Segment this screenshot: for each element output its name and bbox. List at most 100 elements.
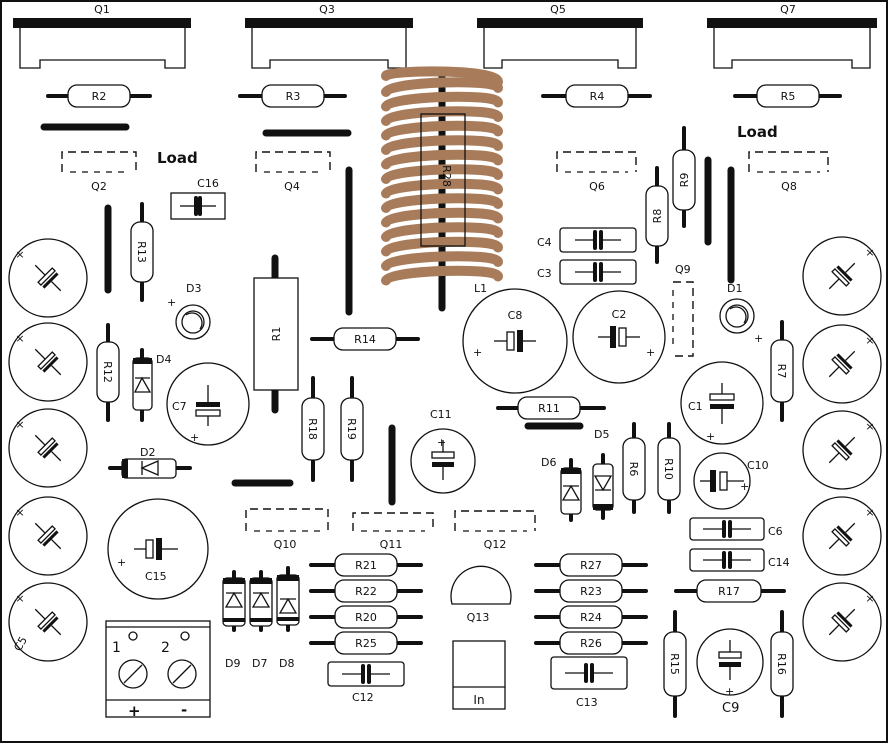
label-q12: Q12 xyxy=(484,538,507,551)
resistor-r19: R19 xyxy=(340,376,364,482)
label-r7: R7 xyxy=(775,364,788,379)
label-d4: D4 xyxy=(156,353,171,366)
capacitor-right-5: × xyxy=(802,582,882,662)
capacitor-right-2: × xyxy=(802,324,882,404)
resistor-r10: R10 xyxy=(657,422,681,514)
label-d2: D2 xyxy=(140,446,155,459)
label-r21: R21 xyxy=(355,559,377,572)
resistor-r13: R13 xyxy=(130,202,154,302)
inductor-l1: R28 L1 xyxy=(381,66,503,312)
load-label-right: Load xyxy=(737,123,778,141)
resistor-r9: R9 xyxy=(672,126,696,228)
transistor-q5: Q5 xyxy=(477,3,643,69)
diode-d6 xyxy=(560,458,582,522)
label-c3: C3 xyxy=(537,267,552,280)
polarity-mark: × xyxy=(865,592,874,605)
label-r20: R20 xyxy=(355,611,377,624)
label-c11: C11 xyxy=(430,408,452,421)
label-d3: D3 xyxy=(186,282,201,295)
terminal-block: 1 2 + - xyxy=(105,620,211,720)
plus-sign: + xyxy=(706,430,715,443)
resistor-r11: R11 xyxy=(496,396,606,420)
diode-d5 xyxy=(592,453,614,520)
minus-terminal-label: - xyxy=(181,701,187,719)
label-r22: R22 xyxy=(355,585,377,598)
polarity-mark: × xyxy=(15,592,24,605)
resistor-r1: R1 xyxy=(253,254,299,414)
capacitor-c2: C2 + xyxy=(572,290,666,384)
label-d9: D9 xyxy=(225,657,240,670)
label-q8: Q8 xyxy=(781,180,797,193)
label-c15: C15 xyxy=(145,570,167,583)
capacitor-c10: C10 + xyxy=(693,452,769,510)
label-d1: D1 xyxy=(727,282,742,295)
resistor-r20: R20 xyxy=(309,605,423,629)
label-q11: Q11 xyxy=(380,538,403,551)
label-q4: Q4 xyxy=(284,180,300,193)
label-r24: R24 xyxy=(580,611,602,624)
capacitor-left-1: × xyxy=(8,238,88,318)
plus-terminal-label: + xyxy=(128,702,141,720)
plus-sign: + xyxy=(473,346,482,359)
capacitor-c8: C8 + xyxy=(462,288,568,394)
polarity-mark: × xyxy=(15,506,24,519)
transistor-q11: Q11 xyxy=(352,512,434,551)
label-d8: D8 xyxy=(279,657,294,670)
resistor-r16: R16 xyxy=(770,610,794,718)
label-r23: R23 xyxy=(580,585,602,598)
capacitor-c14: C14 xyxy=(689,548,790,572)
label-r16: R16 xyxy=(775,653,788,675)
resistor-r27: R27 xyxy=(534,553,648,577)
pin-1-label: 1 xyxy=(112,640,121,656)
capacitor-c16: C16 xyxy=(170,177,226,220)
label-q9: Q9 xyxy=(675,263,691,276)
label-r17: R17 xyxy=(718,585,740,598)
transistor-q2: Q2 xyxy=(61,151,137,193)
label-r12: R12 xyxy=(101,361,114,383)
transistor-q7: Q7 xyxy=(707,3,877,69)
polarity-mark: × xyxy=(865,506,874,519)
input-connector: In xyxy=(452,640,506,710)
capacitor-c13: C13 xyxy=(550,656,628,709)
diode-d4: D4 xyxy=(132,348,171,422)
diode-d2: D2 xyxy=(108,446,192,479)
label-c14: C14 xyxy=(768,556,790,569)
transistor-q1: Q1 xyxy=(13,3,191,69)
capacitor-c3: C3 xyxy=(537,259,637,285)
label-r8: R8 xyxy=(651,209,664,224)
capacitor-c4: C4 xyxy=(537,227,637,253)
label-r9: R9 xyxy=(678,173,691,188)
capacitor-c15: C15 + xyxy=(107,498,209,600)
label-r13: R13 xyxy=(135,241,148,263)
pin-2-label: 2 xyxy=(161,640,170,656)
led-d3: + D3 xyxy=(167,282,211,340)
resistor-r24: R24 xyxy=(534,605,648,629)
capacitor-right-4: × xyxy=(802,496,882,576)
capacitor-left-5: × C5 xyxy=(8,582,88,662)
label-r5: R5 xyxy=(781,90,796,103)
capacitor-c11: C11 + xyxy=(410,408,476,494)
polarity-mark: × xyxy=(15,418,24,431)
label-c5: C5 xyxy=(11,634,30,653)
label-q7: Q7 xyxy=(780,3,796,16)
capacitor-left-2: × xyxy=(8,322,88,402)
label-c9: C9 xyxy=(722,701,739,716)
capacitor-left-4: × xyxy=(8,496,88,576)
label-r15: R15 xyxy=(668,653,681,675)
resistor-r8: R8 xyxy=(645,166,669,264)
label-q10: Q10 xyxy=(274,538,297,551)
label-q3: Q3 xyxy=(319,3,335,16)
resistor-r17: R17 xyxy=(674,579,786,603)
transistor-q12: Q12 xyxy=(454,510,536,551)
resistor-r3: R3 xyxy=(238,84,347,108)
plus-sign: + xyxy=(437,436,446,449)
resistor-r15: R15 xyxy=(663,610,687,718)
plus-sign: + xyxy=(754,332,763,345)
label-r25: R25 xyxy=(355,637,377,650)
plus-sign: + xyxy=(725,685,734,698)
label-r18: R18 xyxy=(306,418,319,440)
resistor-r2: R2 xyxy=(46,84,152,108)
label-r1: R1 xyxy=(270,327,283,342)
resistor-r5: R5 xyxy=(733,84,842,108)
